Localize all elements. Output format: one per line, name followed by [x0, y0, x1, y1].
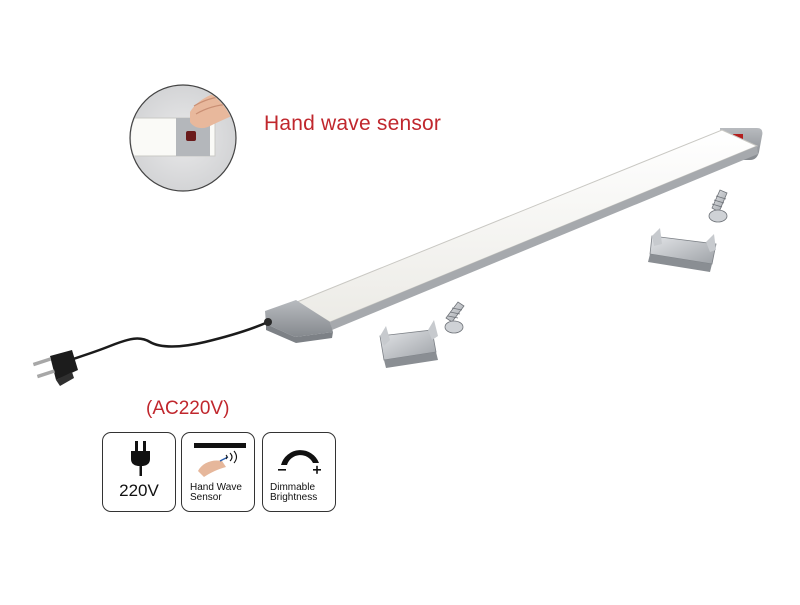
inset-label: Hand wave sensor — [264, 112, 442, 135]
mounting-clip-right — [648, 228, 717, 272]
plug-icon — [131, 441, 150, 476]
mounting-screw-left — [444, 301, 465, 334]
feature-icons: 220V Hand Wave Sensor — [102, 432, 342, 514]
feature-hand-wave-card: Hand Wave Sensor — [181, 432, 255, 512]
feature-voltage-card: 220V — [102, 432, 176, 512]
feature-dimmable-label: Dimmable Brightness — [270, 483, 334, 503]
power-cable — [68, 318, 272, 362]
mounting-clip-left — [379, 320, 438, 368]
dimmer-arc-icon — [278, 450, 321, 474]
feature-hand-wave-line2: Sensor — [190, 492, 222, 503]
power-plug — [32, 350, 78, 386]
hand-wave-sensor-icon — [194, 443, 246, 477]
power-note: (AC220V) — [146, 398, 230, 419]
feature-dimmable-line1: Dimmable — [270, 482, 316, 493]
feature-hand-wave-label: Hand Wave Sensor — [190, 483, 254, 503]
mounting-screw-right — [708, 189, 728, 223]
sensor-closeup-inset — [129, 84, 237, 192]
feature-dimmable-card: Dimmable Brightness — [262, 432, 336, 512]
feature-dimmable-line2: Brightness — [270, 492, 318, 503]
feature-voltage-label: 220V — [119, 481, 159, 500]
led-bar — [265, 128, 763, 343]
feature-hand-wave-line1: Hand Wave — [190, 482, 242, 493]
